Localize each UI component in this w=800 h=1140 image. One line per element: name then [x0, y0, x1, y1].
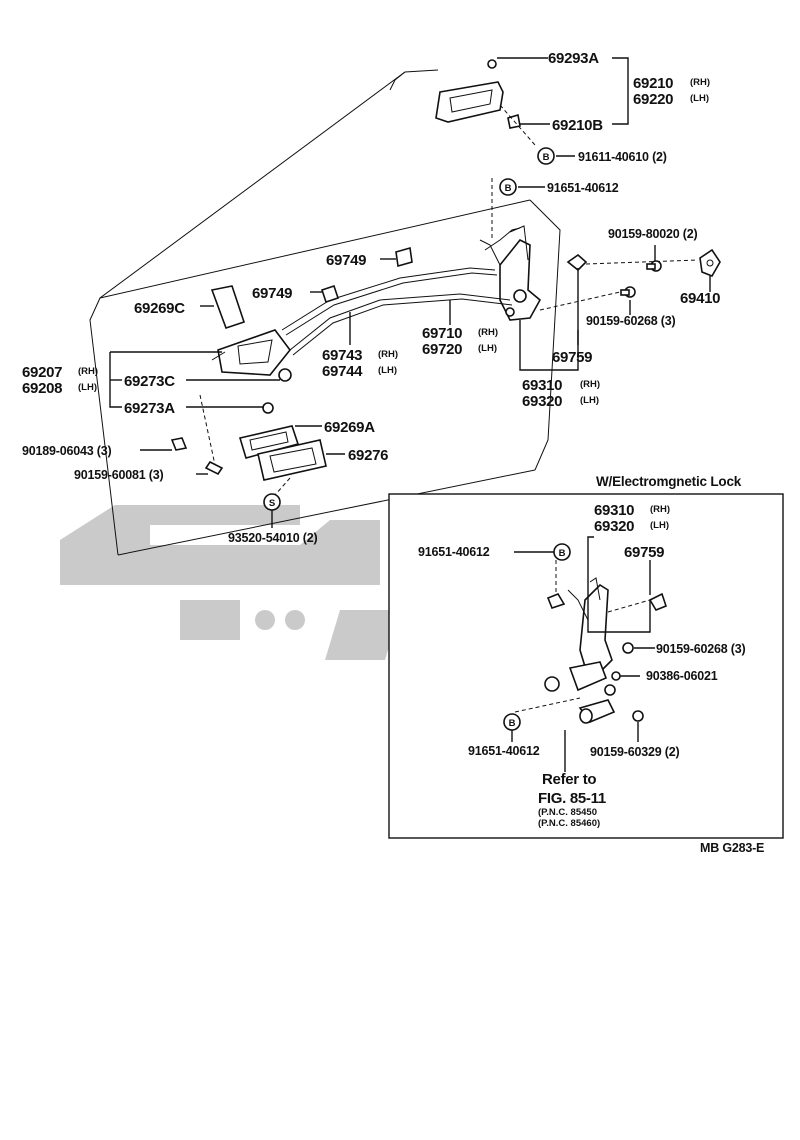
bezel-69276 [257, 439, 345, 496]
tag-69207: (RH) [78, 366, 98, 377]
tag-69320: (LH) [580, 395, 599, 406]
label-69749-upper: 69749 [326, 252, 366, 269]
tag-69220: (LH) [690, 93, 709, 104]
label-69744: 69744 [322, 363, 363, 380]
label-69208: 69208 [22, 380, 62, 397]
label-93520: 93520-54010 (2) [228, 531, 317, 545]
label-69269A: 69269A [324, 419, 375, 436]
screw-60268 [620, 286, 636, 298]
label-69273C: 69273C [124, 373, 175, 390]
inset-label-69759: 69759 [624, 544, 664, 561]
label-69220: 69220 [633, 91, 673, 108]
inset-label-90386: 90386-06021 [646, 669, 718, 683]
inset-electromagnetic-lock: W/Electromgnetic Lock [388, 474, 784, 839]
svg-text:B: B [543, 152, 550, 163]
inset-title: W/Electromgnetic Lock [596, 474, 742, 489]
screw-80020 [646, 260, 662, 272]
tag-69743: (RH) [378, 349, 398, 360]
label-69410: 69410 [680, 290, 720, 307]
inside-handle [210, 285, 292, 414]
label-91611: 91611-40610 (2) [578, 150, 667, 164]
label-69320: 69320 [522, 393, 562, 410]
label-69210: 69210 [633, 75, 673, 92]
label-69710: 69710 [422, 325, 462, 342]
label-69759: 69759 [552, 349, 592, 366]
inset-tag-69320: (LH) [650, 520, 669, 531]
escutcheon-69269A [238, 425, 322, 459]
label-90189: 90189-06043 (3) [22, 444, 111, 458]
svg-text:S: S [269, 498, 275, 509]
inset-label-90159-60268: 90159-60268 (3) [656, 642, 745, 656]
label-69293A: 69293A [548, 50, 599, 67]
inset-label-69310: 69310 [594, 502, 634, 519]
tag-69310: (RH) [580, 379, 600, 390]
label-69720: 69720 [422, 341, 462, 358]
label-69273A: 69273A [124, 400, 175, 417]
inset-badge-b-upper: B [553, 543, 571, 561]
label-90159-60268: 90159-60268 (3) [586, 314, 675, 328]
label-69743: 69743 [322, 347, 362, 364]
door-lock-assembly [479, 225, 588, 321]
inset-refer-line2: FIG. 85-11 [538, 790, 606, 807]
door-outline [89, 69, 561, 556]
badge-s: S [263, 493, 281, 528]
lock-rods [281, 267, 513, 356]
inset-tag-69310: (RH) [650, 504, 670, 515]
bracket-69410 [699, 248, 721, 292]
label-90159-80020: 90159-80020 (2) [608, 227, 697, 241]
inset-label-69320: 69320 [594, 518, 634, 535]
label-69207: 69207 [22, 364, 62, 381]
leaders-top [491, 57, 629, 240]
clip-69749-upper [380, 246, 413, 268]
tag-69720: (LH) [478, 343, 497, 354]
inset-pnc-1: (P.N.C. 85450 [538, 807, 597, 818]
clip-69749-lower [310, 284, 340, 304]
inset-label-91651-upper: 91651-40612 [418, 545, 490, 559]
badge-b-91651: B [499, 178, 517, 196]
nut-90189 [140, 437, 188, 451]
screw-60081 [196, 460, 224, 476]
svg-text:B: B [505, 183, 512, 194]
inset-label-91651-lower: 91651-40612 [468, 744, 540, 758]
label-69749-lower: 69749 [252, 285, 292, 302]
svg-text:B: B [559, 548, 566, 559]
tag-69210: (RH) [690, 77, 710, 88]
inset-refer-line1: Refer to [542, 771, 596, 788]
leaders-lock [519, 245, 699, 371]
inset-pnc-2: (P.N.C. 85460) [538, 818, 600, 829]
label-69269C: 69269C [134, 300, 185, 317]
tag-69744: (LH) [378, 365, 397, 376]
label-91651: 91651-40612 [547, 181, 619, 195]
label-90159-60081: 90159-60081 (3) [74, 468, 163, 482]
label-69310: 69310 [522, 377, 562, 394]
label-69210B: 69210B [552, 117, 603, 134]
tag-69710: (RH) [478, 327, 498, 338]
svg-text:B: B [509, 718, 516, 729]
badge-b-91611: B [537, 147, 555, 165]
inset-badge-b-lower: B [503, 713, 521, 731]
leaders-handle [109, 305, 280, 466]
label-69276: 69276 [348, 447, 388, 464]
diagram-code: MB G283-E [700, 841, 764, 855]
inset-label-90159-60329: 90159-60329 (2) [590, 745, 679, 759]
tag-69208: (LH) [78, 382, 97, 393]
outside-handle [435, 59, 521, 129]
